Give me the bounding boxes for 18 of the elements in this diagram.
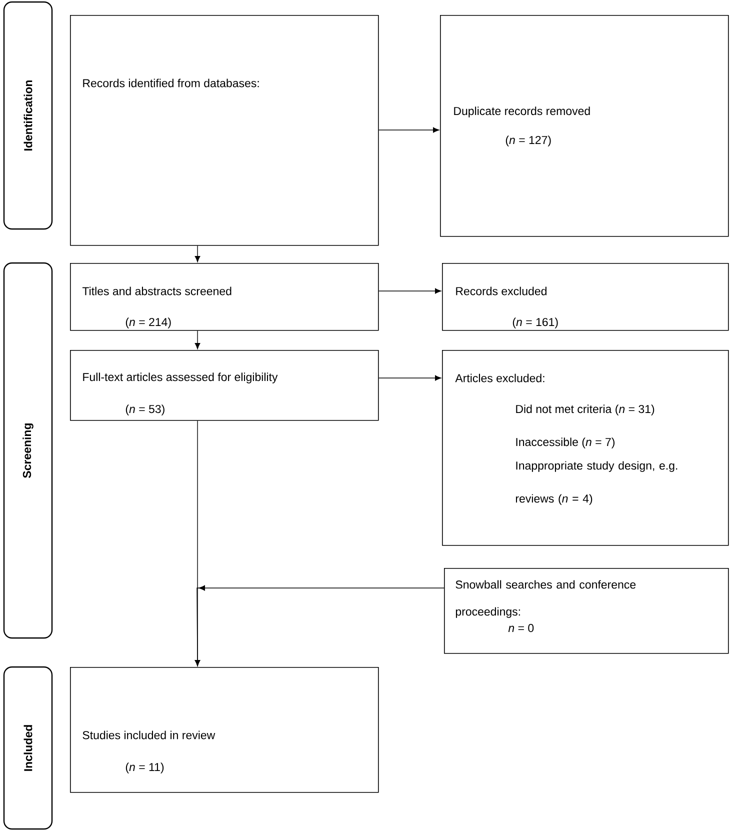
process-box: Titles and abstracts screened (n = 214): [70, 263, 379, 331]
process-box: Records excluded (n = 161): [442, 263, 729, 331]
arrow: [378, 375, 442, 381]
process-box: Studies included in review (n = 11): [70, 667, 379, 793]
stage-band: Identification: [3, 1, 53, 230]
process-box: Records identified from databases:: [70, 15, 379, 246]
process-box: Articles excluded: Did not met criteria (n = 31) Inaccessible (n = 7) Inappropriate study design, e.g. reviews (n = 4): [442, 350, 729, 546]
arrow: [378, 288, 442, 294]
arrow: [194, 330, 200, 350]
arrow: [378, 127, 440, 133]
process-box: Snowball searches and conference proceedings: n = 0: [444, 568, 729, 654]
arrow: [194, 585, 444, 666]
stage-band: Included: [3, 666, 53, 830]
stage-band: Screening: [3, 262, 53, 639]
process-box: Duplicate records removed (n = 127): [440, 15, 729, 237]
process-box: Full-text articles assessed for eligibility (n = 53): [70, 350, 379, 421]
arrow: [194, 245, 200, 262]
arrow: [194, 420, 200, 666]
